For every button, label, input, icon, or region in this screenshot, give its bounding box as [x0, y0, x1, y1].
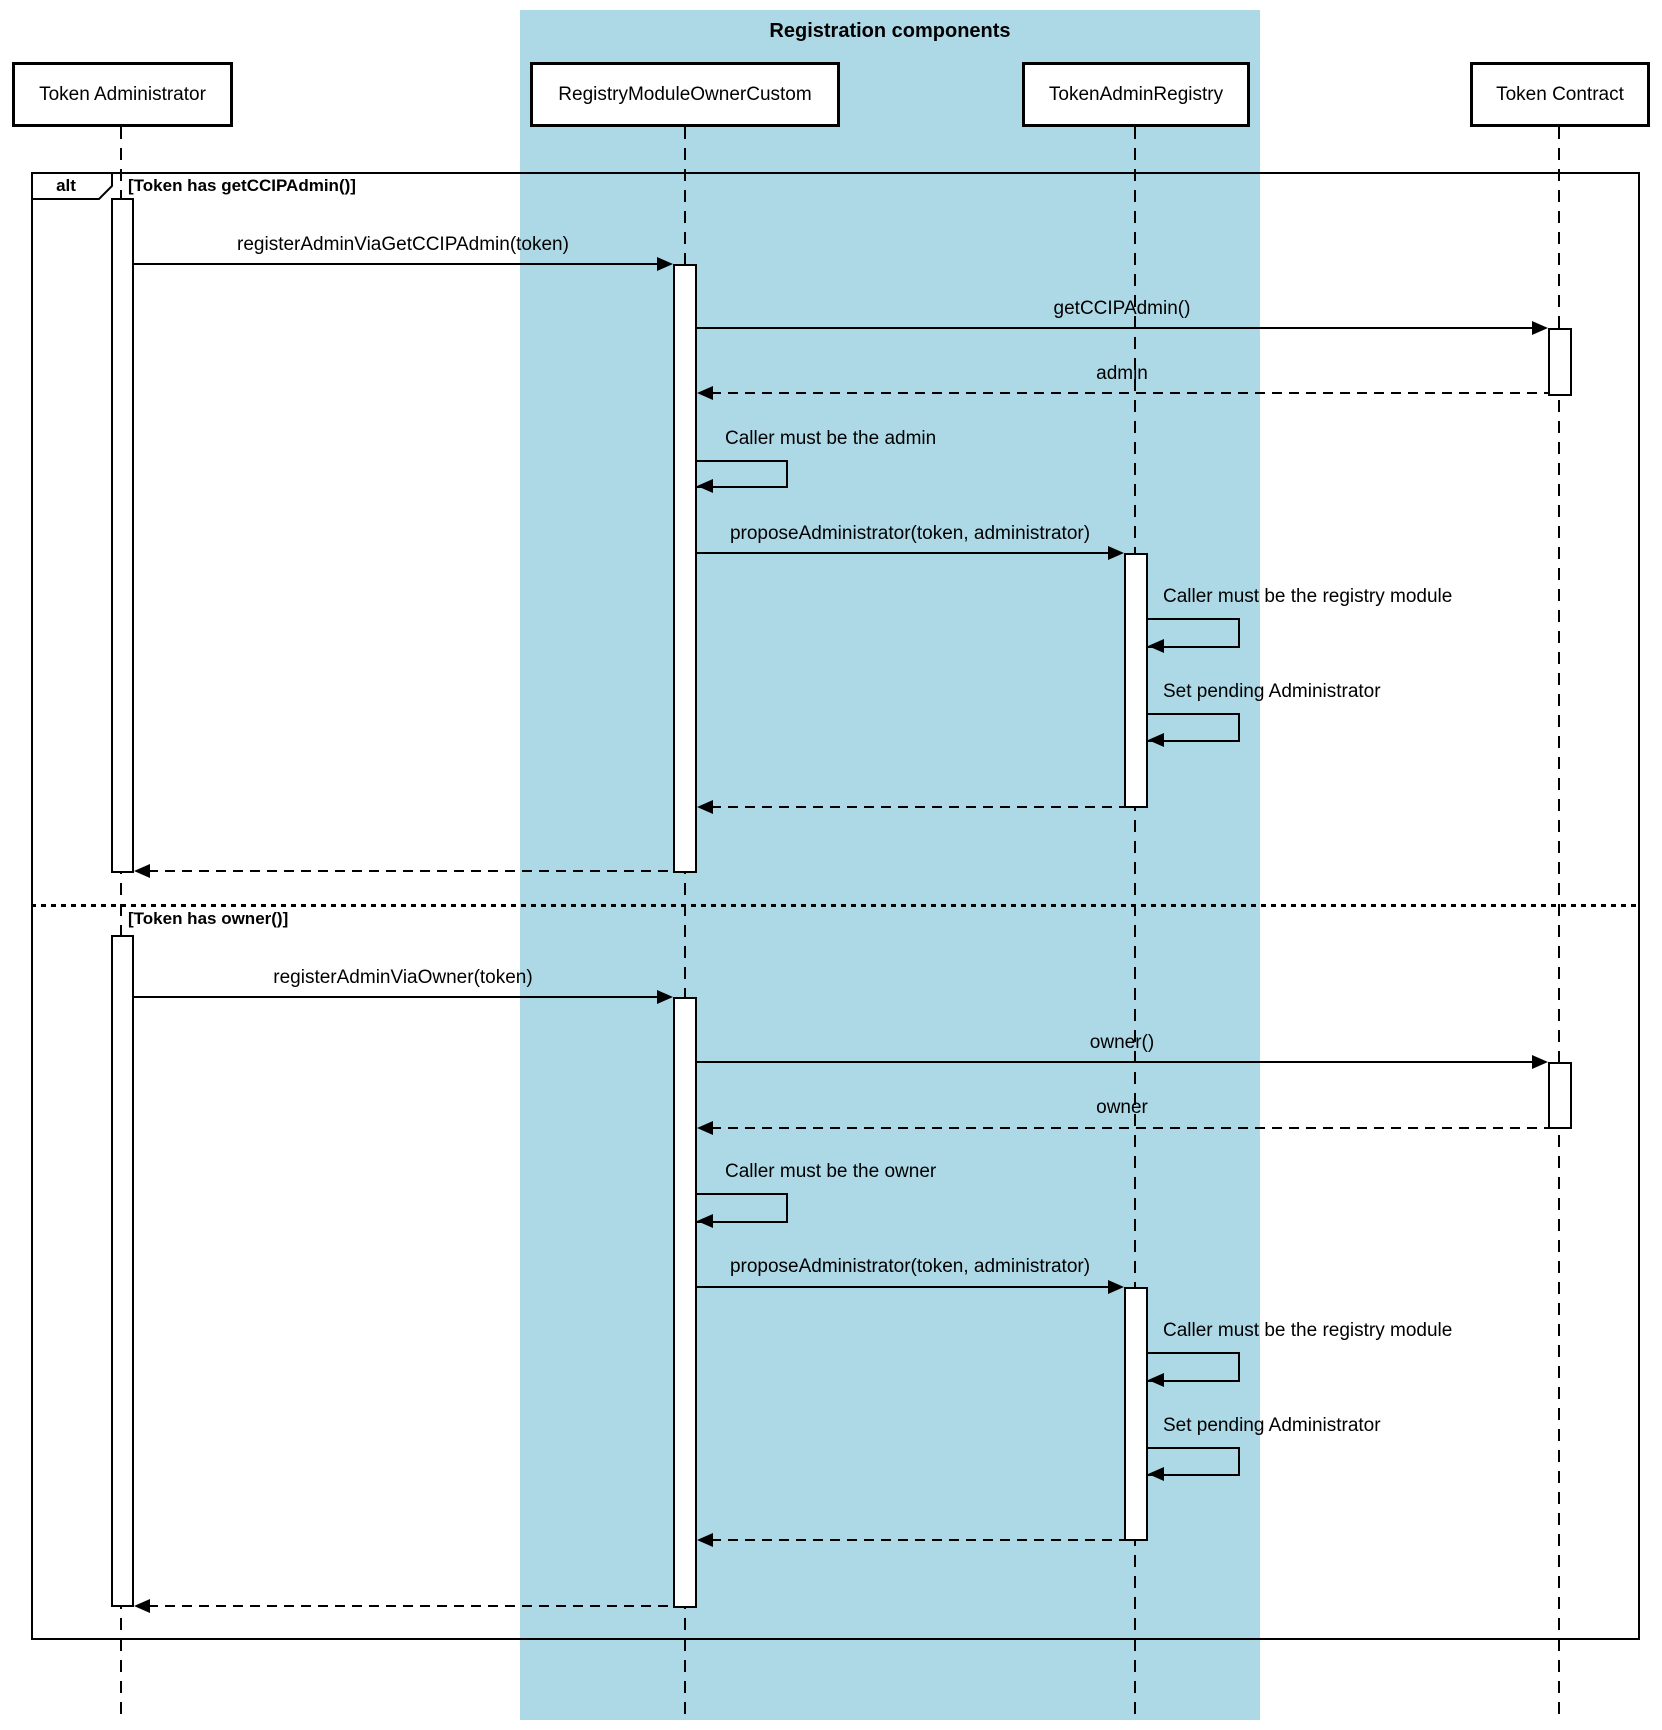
- self-message-label: Caller must be the admin: [725, 428, 937, 449]
- message-label: proposeAdministrator(token, administrato…: [729, 523, 1091, 544]
- arrowhead-right: [1108, 546, 1124, 560]
- self-message-loop: [1148, 713, 1240, 742]
- message-line: [134, 996, 659, 998]
- self-message-loop: [697, 1193, 788, 1223]
- arrowhead-left: [1148, 1467, 1164, 1481]
- arrowhead-left: [1148, 733, 1164, 747]
- message-line: [697, 1286, 1110, 1288]
- return-label: admin: [1096, 363, 1148, 384]
- return-line: [711, 1127, 1548, 1129]
- arrowhead-left: [697, 479, 713, 493]
- message-label: registerAdminViaOwner(token): [273, 967, 533, 988]
- message-label: getCCIPAdmin(): [1053, 298, 1191, 319]
- arrowhead-left: [697, 1121, 713, 1135]
- return-line: [148, 870, 673, 872]
- participant-registry-module-owner-custom: RegistryModuleOwnerCustom: [530, 62, 840, 127]
- alt-divider: [31, 904, 1640, 907]
- participant-token-contract: Token Contract: [1470, 62, 1650, 127]
- self-message-label: Set pending Administrator: [1163, 681, 1381, 702]
- arrowhead-right: [657, 257, 673, 271]
- participant-label: Token Administrator: [39, 83, 206, 105]
- activation-registry-module-2: [673, 997, 697, 1608]
- activation-token-contract-2: [1548, 1062, 1572, 1129]
- participant-label: Token Contract: [1496, 83, 1624, 105]
- lifeline-registry-module-owner-custom: [684, 127, 686, 1723]
- self-message-loop: [1148, 618, 1240, 648]
- return-line: [711, 392, 1548, 394]
- self-message-loop: [697, 460, 788, 488]
- self-message-label: Caller must be the owner: [725, 1161, 937, 1182]
- message-line: [697, 1061, 1534, 1063]
- self-message-label: Caller must be the registry module: [1163, 586, 1453, 607]
- participant-token-administrator: Token Administrator: [12, 62, 233, 127]
- arrowhead-left: [1148, 1373, 1164, 1387]
- message-line: [697, 552, 1110, 554]
- arrowhead-right: [1108, 1280, 1124, 1294]
- message-line: [134, 263, 659, 265]
- arrowhead-left: [697, 1533, 713, 1547]
- participant-label: RegistryModuleOwnerCustom: [558, 83, 812, 105]
- activation-token-admin-registry-1: [1124, 553, 1148, 808]
- return-line: [711, 1539, 1124, 1541]
- lifeline-token-admin-registry: [1134, 127, 1136, 1723]
- message-label: registerAdminViaGetCCIPAdmin(token): [237, 234, 569, 255]
- activation-token-administrator-1: [111, 198, 134, 873]
- arrowhead-right: [657, 990, 673, 1004]
- return-line: [148, 1605, 673, 1607]
- arrowhead-left: [134, 864, 150, 878]
- activation-token-contract-1: [1548, 328, 1572, 396]
- self-message-loop: [1148, 1447, 1240, 1476]
- self-message-loop: [1148, 1352, 1240, 1382]
- participant-token-admin-registry: TokenAdminRegistry: [1022, 62, 1250, 127]
- arrowhead-left: [134, 1599, 150, 1613]
- self-message-label: Set pending Administrator: [1163, 1415, 1381, 1436]
- arrowhead-left: [697, 800, 713, 814]
- alt-condition-1: [Token has getCCIPAdmin()]: [128, 176, 356, 195]
- activation-token-administrator-2: [111, 935, 134, 1607]
- alt-condition-2: [Token has owner()]: [128, 909, 289, 928]
- activation-registry-module-1: [673, 264, 697, 873]
- return-label: owner: [1096, 1097, 1148, 1118]
- arrowhead-left: [1148, 639, 1164, 653]
- activation-token-admin-registry-2: [1124, 1287, 1148, 1541]
- lifeline-token-contract: [1558, 127, 1560, 1723]
- lifeline-token-administrator: [120, 127, 122, 1723]
- alt-operator-label: alt: [56, 176, 76, 195]
- arrowhead-left: [697, 1214, 713, 1228]
- message-line: [697, 327, 1534, 329]
- message-label: proposeAdministrator(token, administrato…: [729, 1256, 1091, 1277]
- region-title: Registration components: [769, 20, 1011, 42]
- alt-operator-shape: [31, 172, 113, 200]
- message-label: owner(): [1089, 1032, 1155, 1053]
- participant-label: TokenAdminRegistry: [1048, 83, 1224, 105]
- arrowhead-left: [697, 386, 713, 400]
- arrowhead-right: [1532, 1055, 1548, 1069]
- self-message-label: Caller must be the registry module: [1163, 1320, 1453, 1341]
- return-line: [711, 806, 1124, 808]
- arrowhead-right: [1532, 321, 1548, 335]
